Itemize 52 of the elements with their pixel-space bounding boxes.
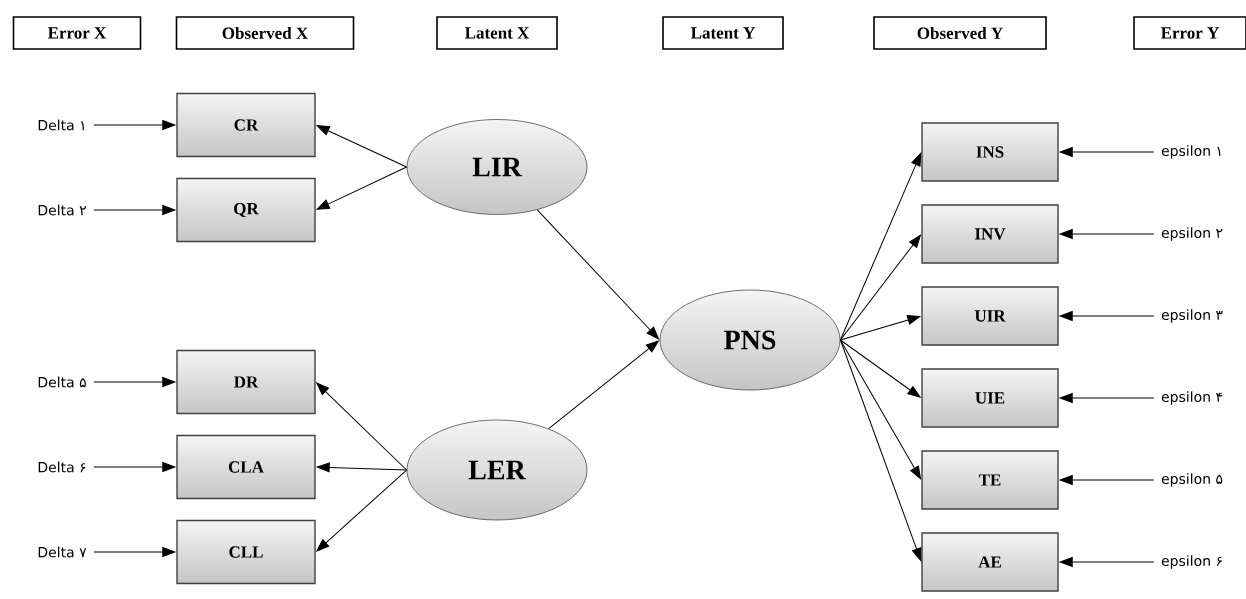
arrow bbox=[316, 469, 408, 552]
variable-box: CLA bbox=[176, 434, 316, 500]
arrow bbox=[316, 125, 408, 168]
arrow bbox=[839, 315, 921, 341]
arrow bbox=[1059, 393, 1155, 403]
heading-box: Error Y bbox=[1133, 16, 1246, 50]
error-label: epsilon ۵ bbox=[1161, 473, 1223, 487]
arrow bbox=[839, 152, 922, 341]
arrow bbox=[93, 462, 176, 472]
error-label: Delta ۱ bbox=[38, 119, 84, 131]
error-label: epsilon ۲ bbox=[1161, 227, 1223, 241]
heading-box: Latent Y bbox=[662, 16, 784, 50]
arrow bbox=[1059, 475, 1155, 485]
arrow bbox=[1059, 311, 1155, 321]
arrow bbox=[1059, 229, 1155, 239]
variable-box: TE bbox=[921, 450, 1059, 510]
variable-box: QR bbox=[176, 177, 316, 243]
variable-box: UIE bbox=[921, 368, 1059, 428]
variable-box: INV bbox=[921, 204, 1059, 264]
arrow bbox=[839, 339, 922, 562]
arrow bbox=[536, 209, 660, 340]
heading-box: Observed Y bbox=[873, 16, 1047, 50]
arrow bbox=[839, 339, 922, 480]
arrow bbox=[839, 234, 921, 341]
variable-box: INS bbox=[921, 122, 1059, 182]
error-label: Delta ۷ bbox=[38, 546, 87, 558]
error-label: epsilon ۶ bbox=[1161, 555, 1222, 569]
heading-box: Observed X bbox=[175, 16, 355, 50]
heading-box: Latent X bbox=[436, 16, 558, 50]
error-label: Delta ۲ bbox=[38, 204, 87, 216]
error-label: epsilon ۳ bbox=[1161, 309, 1223, 323]
arrow bbox=[1059, 147, 1155, 157]
error-label: Delta ۵ bbox=[38, 376, 86, 388]
variable-box: DR bbox=[176, 349, 316, 415]
arrow bbox=[316, 382, 408, 471]
heading-box: Error X bbox=[12, 16, 142, 50]
arrow bbox=[316, 166, 408, 210]
arrow bbox=[839, 339, 921, 398]
variable-box: AE bbox=[921, 532, 1059, 592]
variable-box: UIR bbox=[921, 286, 1059, 346]
arrow bbox=[316, 462, 408, 473]
arrow bbox=[93, 205, 176, 215]
error-label: epsilon ۴ bbox=[1161, 391, 1223, 405]
arrow bbox=[548, 340, 659, 430]
arrow bbox=[93, 547, 176, 557]
error-label: Delta ۶ bbox=[38, 461, 86, 473]
variable-box: CR bbox=[176, 92, 316, 158]
arrow bbox=[93, 377, 176, 387]
arrow bbox=[1059, 557, 1155, 567]
error-label: epsilon ۱ bbox=[1161, 145, 1221, 159]
variable-box: CLL bbox=[176, 519, 316, 585]
arrow bbox=[93, 120, 176, 130]
